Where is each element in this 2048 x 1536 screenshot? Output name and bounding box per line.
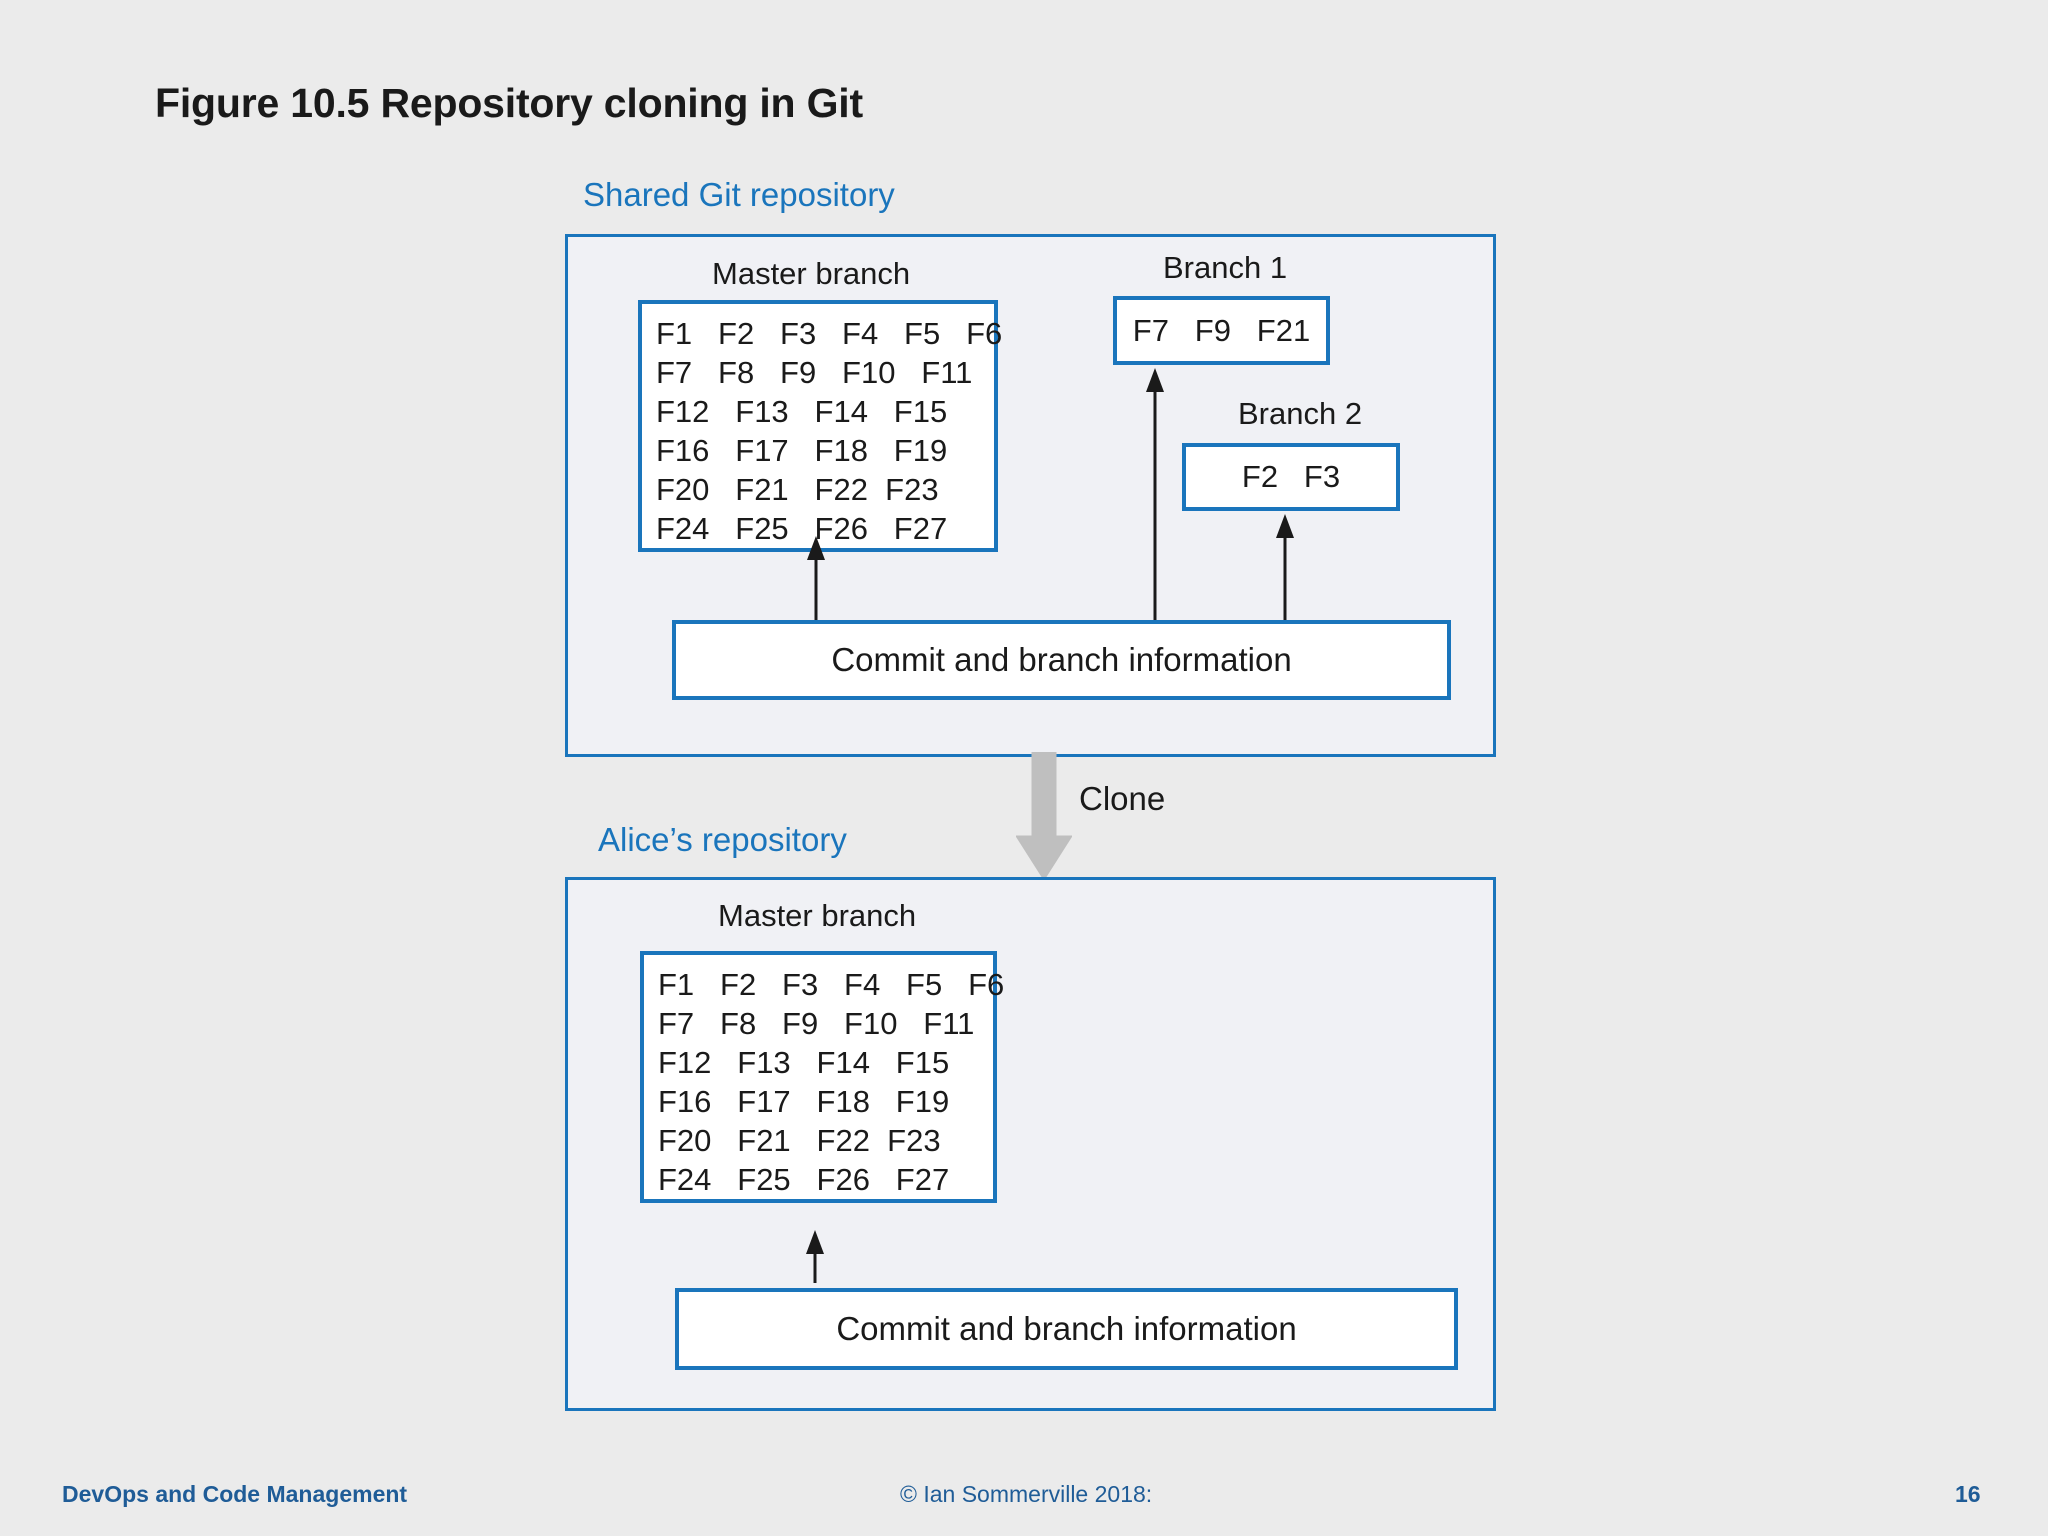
file-row: F7 F8 F9 F10 F11 xyxy=(656,355,973,390)
footer-left-text: DevOps and Code Management xyxy=(62,1481,408,1507)
branch-2-caption: Branch 2 xyxy=(1238,396,1363,431)
shared-repository-label: Shared Git repository xyxy=(583,176,895,213)
clone-label: Clone xyxy=(1079,780,1166,817)
alice-master-file-list: F1 F2 F3 F4 F5 F6 F7 F8 F9 F10 F11 F12 F… xyxy=(644,955,1005,1199)
shared-commit-info-box: Commit and branch information xyxy=(672,620,1451,700)
branch-2-file-box: F2 F3 xyxy=(1182,443,1400,511)
file-row: F16 F17 F18 F19 xyxy=(656,433,948,468)
file-row: F20 F21 F22 F23 xyxy=(656,472,939,507)
shared-repo-arrow-group xyxy=(807,368,1294,620)
file-row: F7 F8 F9 F10 F11 xyxy=(658,1006,975,1041)
file-row: F12 F13 F14 F15 xyxy=(658,1045,950,1080)
arrow-commit-to-branch-1 xyxy=(1146,368,1164,620)
footer-copyright-text: © Ian Sommerville 2018: xyxy=(900,1481,1153,1507)
arrow-commit-to-branch-2 xyxy=(1276,514,1294,620)
file-row: F20 F21 F22 F23 xyxy=(658,1123,941,1158)
alice-master-branch-caption: Master branch xyxy=(718,898,917,933)
page-title: Figure 10.5 Repository cloning in Git xyxy=(155,80,863,126)
alice-repository-label: Alice’s repository xyxy=(598,821,847,858)
clone-arrow-icon xyxy=(1016,752,1072,880)
branch-1-file-box: F7 F9 F21 xyxy=(1113,296,1330,365)
branch-1-files: F7 F9 F21 xyxy=(1132,312,1311,348)
alice-master-branch-file-box: F1 F2 F3 F4 F5 F6 F7 F8 F9 F10 F11 F12 F… xyxy=(640,951,1005,1203)
file-row: F24 F25 F26 F27 xyxy=(656,511,948,546)
shared-master-file-list: F1 F2 F3 F4 F5 F6 F7 F8 F9 F10 F11 F12 F… xyxy=(642,304,1003,548)
file-row: F1 F2 F3 F4 F5 F6 xyxy=(656,316,1003,351)
file-row: F24 F25 F26 F27 xyxy=(658,1162,950,1197)
arrow-commit-to-master xyxy=(807,536,825,620)
shared-master-branch-caption: Master branch xyxy=(712,256,911,291)
shared-commit-info-label: Commit and branch information xyxy=(831,641,1292,678)
file-row: F12 F13 F14 F15 xyxy=(656,394,948,429)
alice-commit-info-label: Commit and branch information xyxy=(836,1310,1297,1347)
branch-1-caption: Branch 1 xyxy=(1163,250,1288,285)
arrow-commit-to-master xyxy=(806,1230,824,1283)
alice-repo-arrow-group xyxy=(806,1230,824,1283)
footer-page-number: 16 xyxy=(1955,1481,1981,1507)
file-row: F1 F2 F3 F4 F5 F6 xyxy=(658,967,1005,1002)
file-row: F16 F17 F18 F19 xyxy=(658,1084,950,1119)
branch-2-files: F2 F3 xyxy=(1241,459,1341,494)
alice-commit-info-box: Commit and branch information xyxy=(675,1288,1458,1370)
